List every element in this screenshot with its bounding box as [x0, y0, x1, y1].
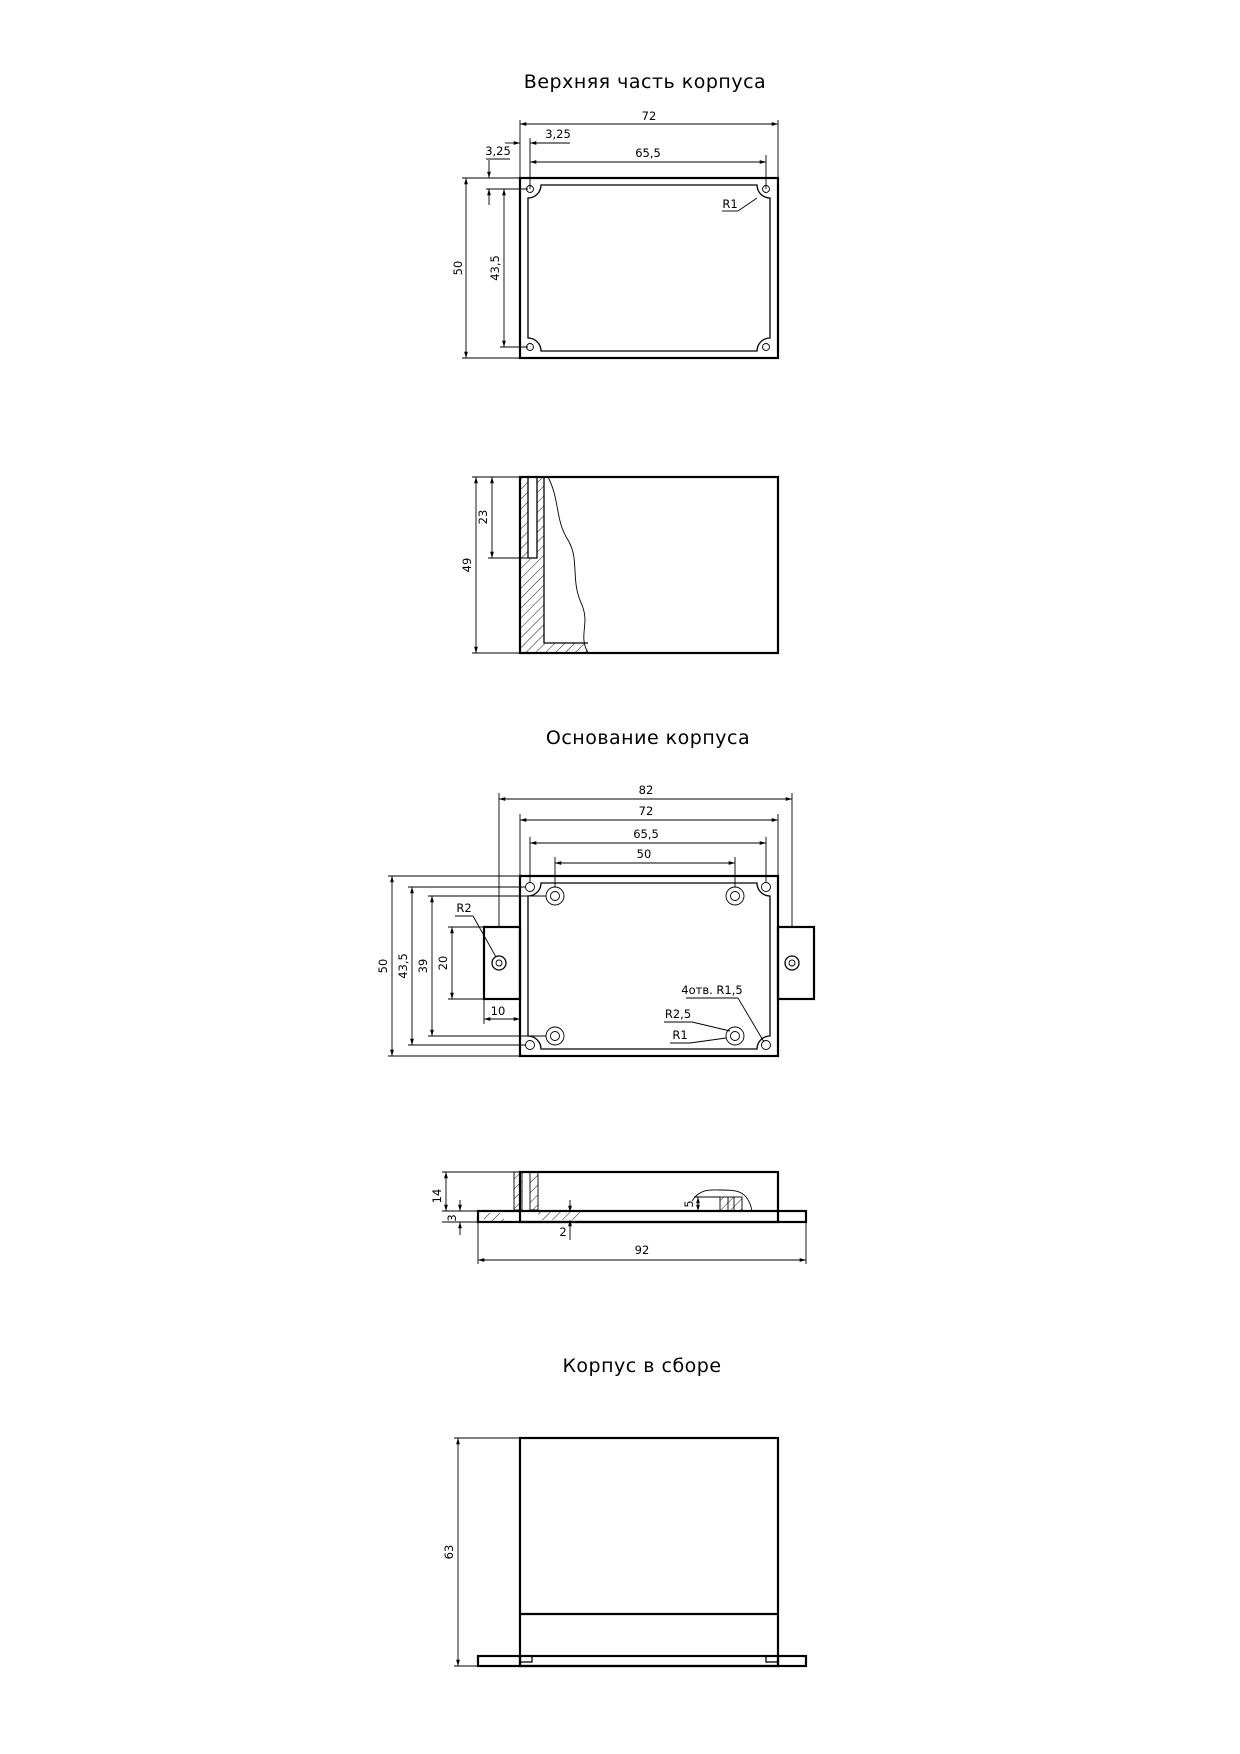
dim-base-wall-gap: 2 — [559, 1225, 566, 1239]
section-title-base: Основание корпуса — [546, 727, 750, 749]
dim-top-holes-height: 43,5 — [488, 255, 502, 281]
dim-base-body-height: 14 — [430, 1189, 444, 1204]
dim-top-height-49: 49 — [460, 558, 474, 573]
dim-base-flange-hole-radius: R2 — [456, 901, 471, 915]
dim-assembly-height: 63 — [442, 1545, 456, 1560]
dim-top-width-72: 72 — [642, 109, 657, 123]
top-cover-side-section: 23 49 — [460, 475, 780, 655]
dim-top-slot-depth: 23 — [476, 510, 490, 525]
dim-top-corner-radius: R1 — [722, 197, 737, 211]
dim-top-height-50: 50 — [451, 261, 465, 276]
dim-base-holes-width: 65,5 — [633, 827, 659, 841]
dim-base-bosses-width: 50 — [637, 847, 652, 861]
dim-base-boss-radius: R2,5 — [665, 1007, 691, 1021]
base-side-section: 14 3 2 5 92 — [430, 1170, 808, 1264]
dim-base-height-50: 50 — [376, 959, 390, 974]
assembly-view: 63 — [442, 1436, 808, 1668]
dim-base-corner-radius: R1 — [672, 1028, 687, 1042]
dim-base-flange-height: 20 — [436, 956, 450, 971]
dim-base-width-72: 72 — [639, 804, 654, 818]
dim-top-offset-x: 3,25 — [545, 127, 571, 141]
base-plan-view: 82 72 65,5 50 50 43,5 39 — [376, 783, 816, 1058]
dim-base-bosses-height: 39 — [416, 959, 430, 974]
dim-base-holes-note: 4отв. R1,5 — [681, 983, 742, 997]
top-cover-plan-view: 72 3,25 65,5 3,25 50 43,5 R1 — [451, 109, 780, 360]
dim-base-length-92: 92 — [635, 1243, 650, 1257]
dim-base-width-82: 82 — [639, 783, 654, 797]
dim-base-flange-width: 10 — [491, 1004, 506, 1018]
section-title-assembly: Корпус в сборе — [562, 1355, 721, 1377]
section-title-top-cover: Верхняя часть корпуса — [524, 71, 766, 93]
dim-top-holes-width: 65,5 — [635, 146, 661, 160]
dim-base-holes-height: 43,5 — [396, 953, 410, 979]
dim-top-offset-y: 3,25 — [485, 144, 511, 158]
dim-base-flange-thickness: 3 — [445, 1214, 459, 1221]
dim-base-boss-height: 5 — [682, 1200, 696, 1207]
